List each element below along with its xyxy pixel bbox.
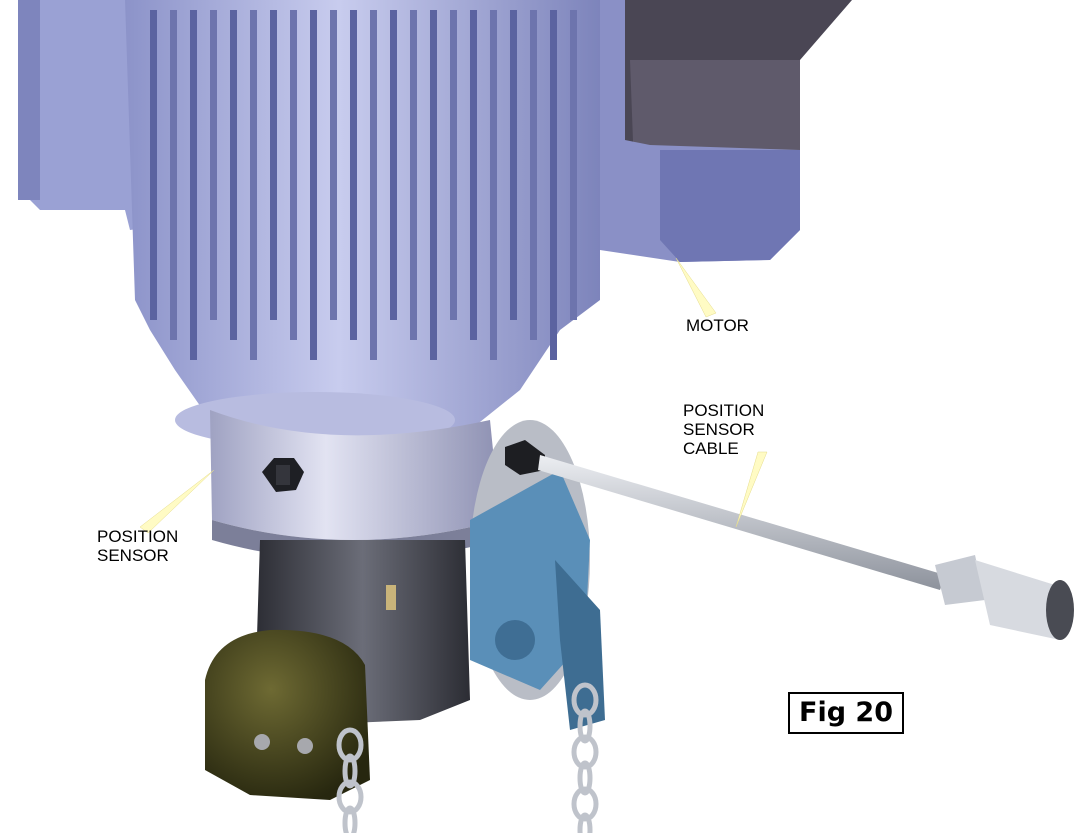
cooling-fins: [150, 10, 577, 360]
cooling-fin: [150, 10, 157, 320]
figure-number-tag: Fig 20: [788, 692, 904, 734]
position-sensor-label: POSITION SENSOR: [97, 527, 179, 565]
chain-link: [571, 734, 599, 770]
cooling-fin: [190, 10, 197, 360]
cooling-fin: [390, 10, 397, 320]
chain-link: [577, 812, 593, 833]
cooling-fin: [290, 10, 297, 340]
cooling-fin: [430, 10, 437, 360]
position-sensor-cable-graphic: [505, 440, 1074, 640]
motor-body: [125, 0, 600, 448]
cooling-fin: [210, 10, 217, 320]
cooling-fin: [330, 10, 337, 320]
motor-label: MOTOR: [686, 316, 749, 335]
cooling-fin: [250, 10, 257, 360]
chain-link: [342, 753, 358, 789]
cooling-fin: [350, 10, 357, 340]
cooling-fin: [490, 10, 497, 360]
cooling-fin: [550, 10, 557, 360]
chain-link: [571, 682, 599, 718]
cooling-fin: [270, 10, 277, 320]
cooling-fin: [530, 10, 537, 340]
chain-guide-cover: [205, 629, 370, 800]
cooling-fin: [470, 10, 477, 340]
cooling-fin: [370, 10, 377, 360]
chain-link: [577, 760, 593, 796]
load-chains: [336, 682, 599, 833]
cooling-fin: [410, 10, 417, 340]
cooling-fin: [230, 10, 237, 340]
position-sensor-cable-label: POSITION SENSOR CABLE: [683, 401, 765, 458]
chain-link: [577, 708, 593, 744]
chain-link: [336, 727, 364, 763]
cooling-fin: [170, 10, 177, 340]
chain-sprocket-housing: [470, 420, 605, 730]
chain-link: [342, 805, 358, 833]
cooling-fin: [310, 10, 317, 360]
cooling-fin: [450, 10, 457, 320]
chain-link: [336, 779, 364, 815]
cooling-fin: [570, 10, 577, 320]
chain-link: [571, 786, 599, 822]
cooling-fin: [510, 10, 517, 320]
label-leaders: [139, 257, 768, 534]
